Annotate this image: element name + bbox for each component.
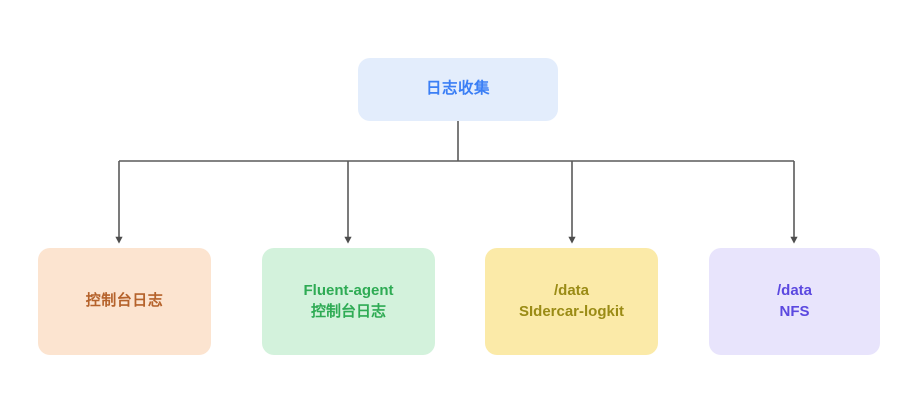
node-sidecar-logkit-label-line2: SIdercar-logkit <box>518 302 625 320</box>
node-sidecar-logkit[interactable]: /data SIdercar-logkit <box>485 248 658 355</box>
node-nfs-label-line2: NFS <box>779 302 810 320</box>
node-root[interactable]: 日志收集 <box>358 58 558 121</box>
node-console-log[interactable]: 控制台日志 <box>38 248 211 355</box>
node-console-log-label-line1: 控制台日志 <box>85 292 164 310</box>
node-fluent-agent-label-line1: Fluent-agent <box>303 282 394 300</box>
node-fluent-agent-label-line2: 控制台日志 <box>310 302 386 320</box>
node-fluent-agent[interactable]: Fluent-agent 控制台日志 <box>262 248 435 355</box>
node-nfs[interactable]: /data NFS <box>709 248 880 355</box>
node-root-label: 日志收集 <box>425 80 490 98</box>
node-sidecar-logkit-label-line1: /data <box>553 282 589 300</box>
node-nfs-label-line1: /data <box>776 282 812 300</box>
